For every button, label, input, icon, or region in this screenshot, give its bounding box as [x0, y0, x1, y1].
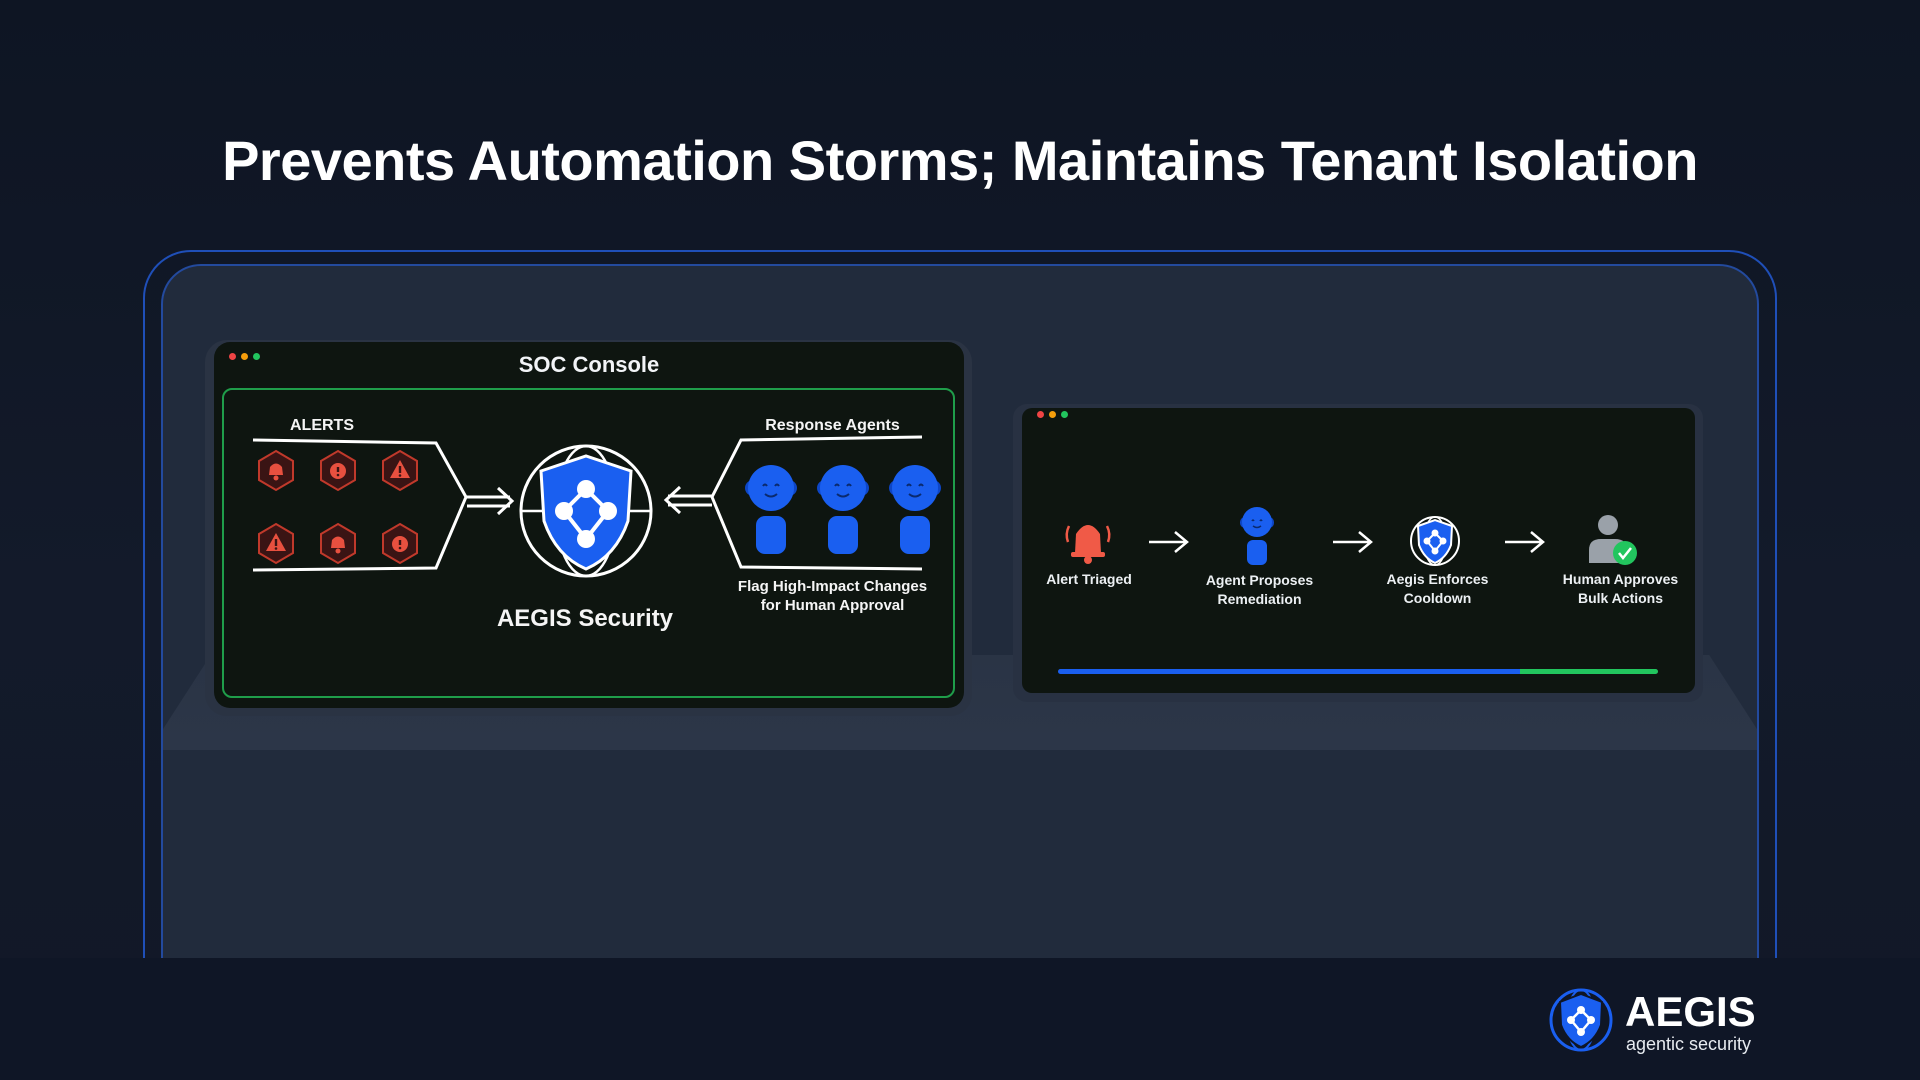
agents-bracket [663, 435, 923, 571]
minimize-dot-icon[interactable] [1049, 411, 1056, 418]
aegis-globe-shield-icon [519, 444, 653, 578]
maximize-dot-icon[interactable] [253, 353, 260, 360]
alert-exclamation-icon [320, 449, 356, 492]
brand-tagline: agentic security [1626, 1034, 1752, 1054]
flow-arrow-icon [1333, 531, 1373, 553]
response-agent-icon [817, 465, 869, 554]
soc-window-controls[interactable] [229, 353, 260, 360]
progress-fill-blue [1058, 669, 1520, 674]
alert-bell-icon [320, 522, 356, 565]
step-label-line2: Remediation [1217, 591, 1302, 607]
soc-console-title: SOC Console [518, 352, 660, 377]
workflow-progress-bar [1058, 669, 1658, 674]
brand-name: AEGIS [1625, 988, 1756, 1035]
response-agent-icon [745, 465, 797, 554]
alerts-label: ALERTS [290, 417, 354, 434]
maximize-dot-icon[interactable] [1061, 411, 1068, 418]
workflow-window [1022, 408, 1695, 693]
alert-warning-icon [258, 522, 294, 565]
flag-approval-line2: for Human Approval [760, 597, 905, 614]
step-label-line2: Bulk Actions [1577, 590, 1664, 606]
workflow-window-controls[interactable] [1037, 411, 1068, 418]
step-label-line2: Cooldown [1403, 590, 1472, 606]
response-agent-icon [889, 465, 941, 554]
aegis-logo-icon [1549, 988, 1613, 1052]
step-human-approves-label: Human Approves Bulk Actions [1548, 570, 1693, 608]
flag-approval-label: Flag High-Impact Changes for Human Appro… [720, 577, 945, 615]
device-frame-outer [143, 250, 1777, 970]
step-alert-triaged-label: Alert Triaged [1034, 570, 1144, 589]
human-approval-icon [1589, 515, 1637, 565]
step-label-line1: Aegis Enforces [1386, 571, 1489, 587]
step-label-line1: Alert Triaged [1046, 571, 1132, 587]
aegis-security-label: AEGIS Security [496, 605, 674, 632]
soc-console-panel [222, 388, 955, 698]
close-dot-icon[interactable] [229, 353, 236, 360]
flow-arrow-icon [1149, 531, 1189, 553]
alarm-bell-icon [1065, 525, 1111, 564]
progress-fill-green [1520, 669, 1658, 674]
alert-bell-icon [258, 449, 294, 492]
flag-approval-line1: Flag High-Impact Changes [737, 578, 928, 595]
aegis-shield-icon [1410, 516, 1460, 566]
step-agent-proposes-label: Agent Proposes Remediation [1192, 571, 1327, 609]
step-label-line1: Agent Proposes [1205, 572, 1314, 588]
agent-icon [1240, 507, 1274, 565]
step-aegis-enforces-label: Aegis Enforces Cooldown [1370, 570, 1505, 608]
flow-arrow-icon [1505, 531, 1545, 553]
alert-exclamation-icon [382, 522, 418, 565]
response-agents-label: Response Agents [765, 417, 900, 434]
alerts-bracket [252, 438, 515, 572]
step-label-line1: Human Approves [1562, 571, 1679, 587]
minimize-dot-icon[interactable] [241, 353, 248, 360]
alert-warning-icon [382, 449, 418, 492]
close-dot-icon[interactable] [1037, 411, 1044, 418]
page-title: Prevents Automation Storms; Maintains Te… [222, 129, 1698, 192]
